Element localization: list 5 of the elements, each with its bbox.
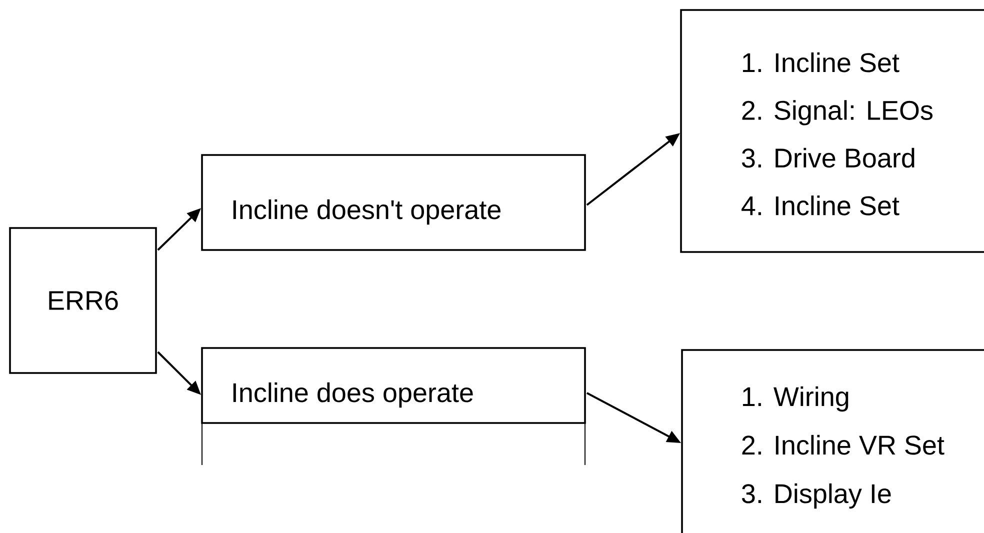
process-box: Incline does operate xyxy=(201,347,586,466)
list-box: 1. Wiring 2. Incline VR Set 3. Display Ie xyxy=(681,349,984,533)
list-box: 1. Incline Set 2. Signal: LEOs 3. Drive Board 4. Incline Set xyxy=(680,9,984,253)
process-box: Incline doesn't operate xyxy=(201,154,586,251)
process-box: ERR6 xyxy=(9,227,157,374)
